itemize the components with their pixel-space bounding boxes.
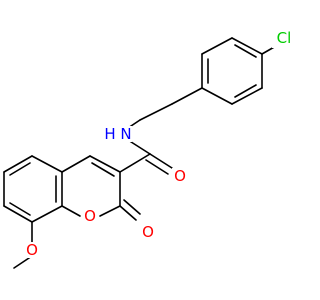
bond [201,87,233,105]
bond [31,205,63,223]
bond-inner [9,202,31,216]
bond-inner [234,84,257,98]
bond-n-c [127,139,151,155]
bond [201,37,233,55]
lactone-oxygen-atom: O [142,223,154,241]
pyranone-ring [61,155,121,217]
bond [3,205,33,223]
ring-oxygen-atom: O [84,207,96,225]
bond-c-o-double-1 [149,153,173,169]
bond [31,155,63,173]
bond-ch2-ch2 [139,103,173,121]
molecule-canvas: Cl N H O O O O [3,29,292,269]
bond [61,155,91,173]
bond-c-o-double-2 [145,159,169,175]
bond-ring-ch2 [171,87,203,105]
structure-diagram: Cl N H O O O O [3,29,292,269]
bond-inner [91,162,115,177]
bond-inner [234,44,257,58]
bond-lactone-o-1 [119,205,137,221]
bond-amide-c3 [119,153,151,173]
amide-oxygen-atom: O [174,167,186,185]
bond-inner [9,162,31,176]
benzo-ring [3,155,63,223]
methoxy-oxygen-atom: O [26,241,38,259]
bond [3,155,33,173]
chlorine-atom: Cl [277,29,292,47]
nitrogen-atom: N [120,125,131,143]
bond [231,37,263,55]
hydrogen-atom: H [104,125,115,143]
bond [89,155,121,173]
bond-lactone-o-2 [123,199,141,215]
bond [231,87,263,105]
bond [61,205,81,217]
chlorophenyl-ring [201,37,263,105]
bond [99,205,121,217]
